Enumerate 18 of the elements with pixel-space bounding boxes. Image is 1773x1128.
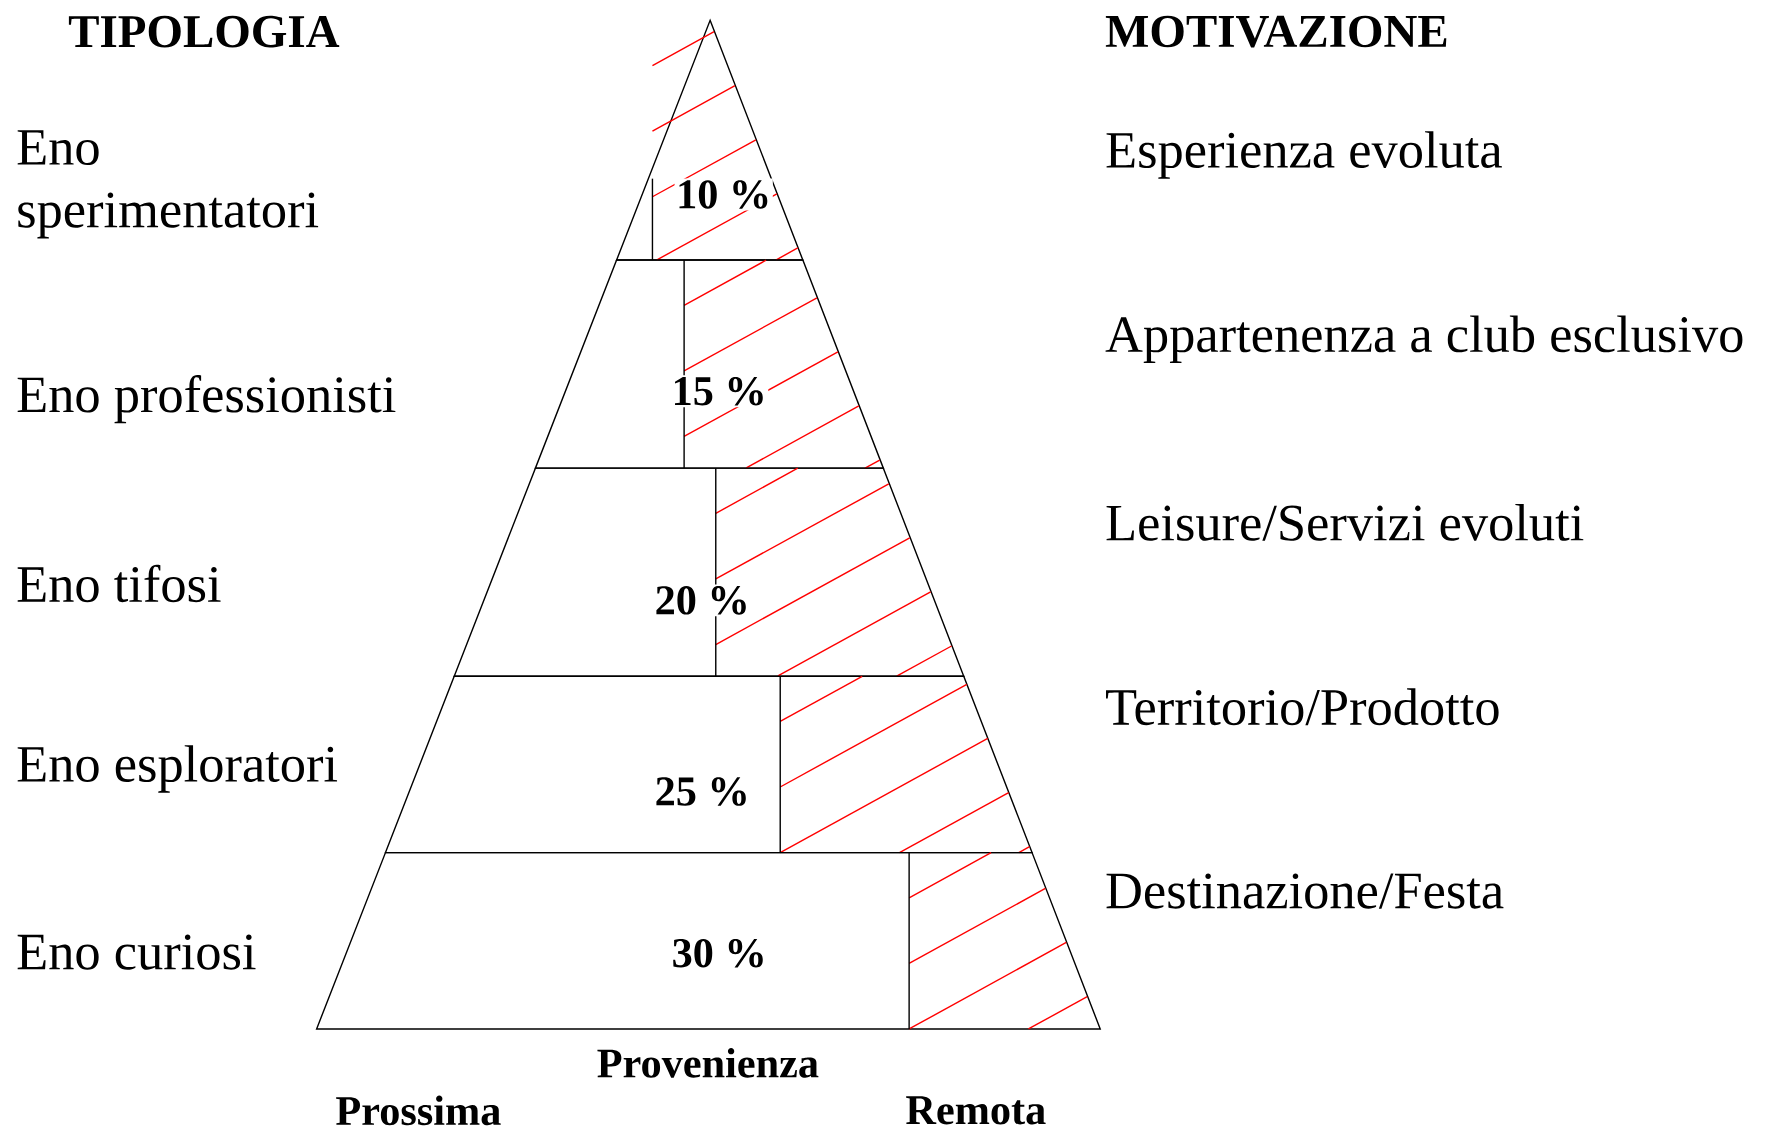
label: Esperienza evoluta bbox=[1106, 130, 1502, 179]
label: Eno curiosi bbox=[17, 934, 256, 970]
pyramid-tier: 25 % bbox=[384, 675, 1034, 854]
heading: MOTIVAZIONE bbox=[1105, 15, 1447, 48]
label: Appartenenza a club esclusivo bbox=[1105, 315, 1743, 363]
heading: Remota bbox=[906, 1096, 1046, 1125]
pyramid-tier: 30 % bbox=[315, 851, 1102, 1030]
label: Eno professionisti bbox=[17, 374, 396, 423]
label: Eno tifosi bbox=[17, 564, 221, 602]
label: Eno esploratori bbox=[17, 744, 338, 793]
label: Leisure/Servizi evoluti bbox=[1106, 503, 1584, 541]
pyramid-tier: 20 % bbox=[453, 467, 965, 677]
heading: TIPOLOGIA bbox=[68, 15, 340, 48]
pyramid-tier: 15 % bbox=[534, 259, 885, 469]
label: Territorio/Prodotto bbox=[1106, 688, 1499, 725]
label: Destinazione/Festa bbox=[1106, 873, 1504, 909]
label: Eno sperimentatori bbox=[17, 130, 319, 239]
heading: Prossima bbox=[336, 1095, 501, 1126]
